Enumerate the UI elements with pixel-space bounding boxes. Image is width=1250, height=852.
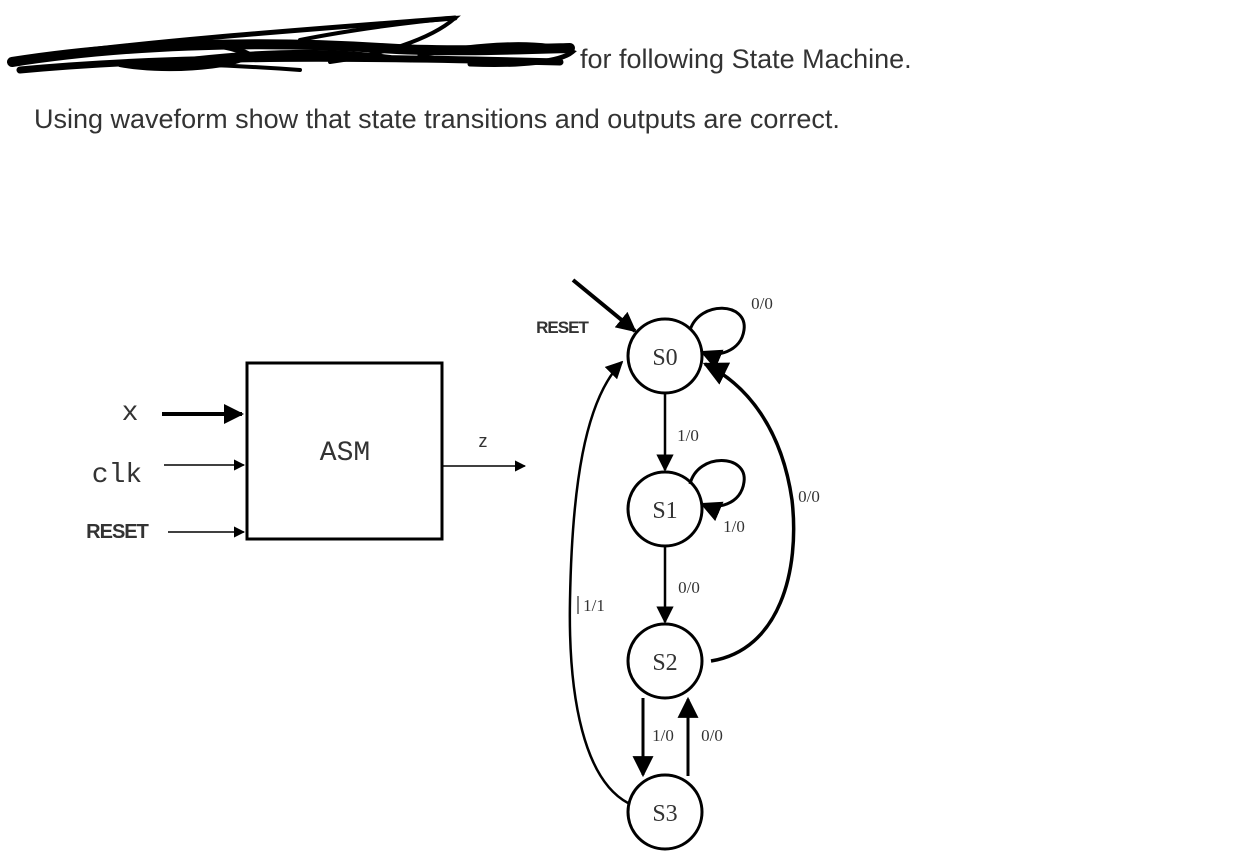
input-clk-label: clk: [92, 460, 142, 491]
transition-s2-s3-label: 1/0: [652, 726, 674, 745]
transition-s3-s0-label: 1/1: [583, 596, 605, 615]
transition-s2-s0: [702, 362, 796, 663]
instruction-line-1-text: for following State Machine.: [580, 44, 912, 74]
state-s0-label: S0: [652, 345, 677, 371]
state-s1-label: S1: [652, 498, 677, 524]
transition-s3-s2-label: 0/0: [701, 726, 723, 745]
transition-s0-s0: [688, 306, 746, 370]
transition-s2-s0-label: 0/0: [798, 487, 820, 506]
state-s2-label: S2: [652, 650, 677, 676]
asm-block-diagram: ASM x clk RESET z: [86, 361, 527, 543]
asm-label: ASM: [320, 438, 370, 469]
transition-s0-s1-label: 1/0: [677, 426, 699, 445]
state-s3-label: S3: [652, 801, 677, 827]
state-s2: S2: [626, 622, 704, 700]
input-reset-label: RESET: [86, 521, 148, 543]
instruction-line-2-text: Using waveform show that state transitio…: [34, 104, 840, 134]
transition-s1-s1: [688, 459, 746, 522]
fsm-diagram: RESET S0 S1 S2 S3 0/0 1/0 1/0 0/0: [536, 278, 820, 851]
transition-s1-s1-label: 1/0: [723, 517, 745, 536]
transition-s3-s0: [568, 360, 629, 805]
state-s1: S1: [626, 470, 704, 548]
reset-arrow: [571, 278, 637, 333]
instruction-line-2: Using waveform show that state transitio…: [34, 104, 840, 135]
instruction-line-1: for following State Machine.: [580, 44, 912, 75]
transition-s0-s0-label: 0/0: [751, 294, 773, 313]
asm-box: [245, 361, 444, 541]
reset-label: RESET: [536, 318, 589, 337]
input-x-label: x: [122, 398, 139, 429]
state-s0: S0: [626, 317, 704, 395]
transition-s1-s2-label: 0/0: [678, 578, 700, 597]
redaction-scribble: [7, 15, 577, 74]
output-z-label: z: [479, 431, 488, 451]
state-s3: S3: [626, 773, 704, 851]
